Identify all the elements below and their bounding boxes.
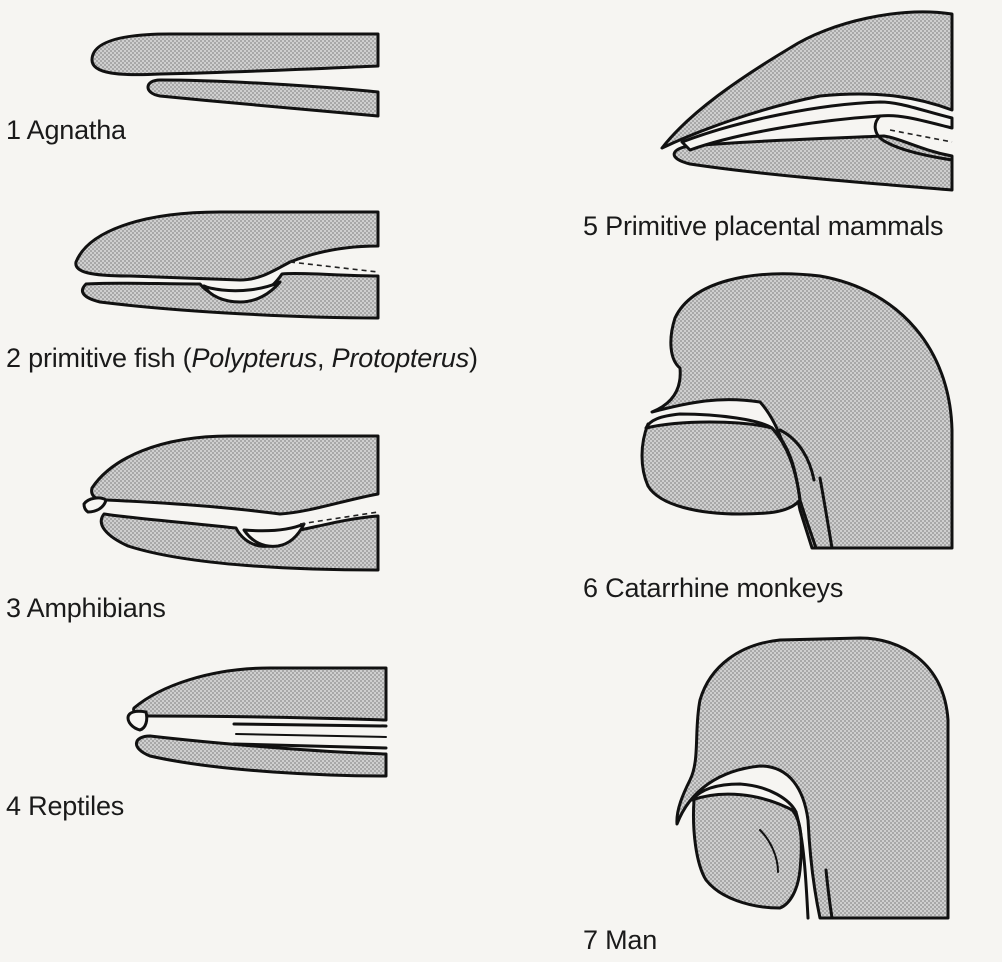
label-primitive-placental-mammals: 5 Primitive placental mammals [583, 210, 943, 242]
agnatha-drawing [92, 34, 378, 116]
species-protopterus: Protopterus [332, 343, 469, 373]
placental-mammals-drawing [662, 12, 952, 190]
label-amphibians: 3 Amphibians [6, 592, 166, 624]
man-drawing [677, 638, 948, 918]
primitive-fish-drawing [76, 212, 378, 318]
label-man: 7 Man [583, 924, 657, 956]
label-catarrhine-monkeys: 6 Catarrhine monkeys [583, 572, 843, 604]
label-primitive-fish: 2 primitive fish (Polypterus, Protopteru… [6, 342, 478, 374]
label-reptiles: 4 Reptiles [6, 790, 124, 822]
amphibians-drawing [84, 436, 378, 570]
species-polypterus: Polypterus [191, 343, 317, 373]
label-agnatha: 1 Agnatha [6, 114, 126, 146]
reptiles-drawing [128, 668, 386, 776]
catarrhine-monkeys-drawing [642, 274, 952, 548]
